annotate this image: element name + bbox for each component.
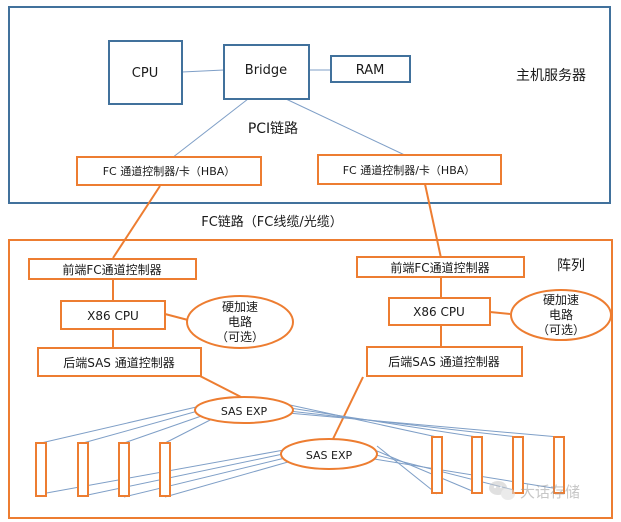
right-accel-line1: 硬加速 bbox=[543, 293, 579, 307]
ram-box bbox=[330, 55, 411, 83]
bridge-box bbox=[223, 44, 310, 100]
right-back-sas-box bbox=[366, 346, 523, 377]
disk-3 bbox=[118, 442, 130, 497]
host-server-title: 主机服务器 bbox=[516, 68, 586, 84]
left-front-fc-box bbox=[28, 258, 197, 280]
disk-2 bbox=[77, 442, 89, 497]
right-x86-box bbox=[388, 297, 491, 326]
right-cpu-to-accel bbox=[489, 311, 511, 315]
disk-5 bbox=[431, 436, 443, 494]
disk-6 bbox=[471, 436, 483, 494]
pci-link-left bbox=[171, 98, 249, 159]
fc-cable-left bbox=[112, 185, 161, 259]
watermark-text: 大话存储 bbox=[520, 483, 580, 501]
array-title: 阵列 bbox=[557, 258, 585, 274]
ram-label: RAM bbox=[356, 63, 385, 78]
right-front-fc-box bbox=[356, 256, 525, 278]
bridge-label: Bridge bbox=[245, 63, 287, 78]
hba-left-label: FC 通道控制器/卡（HBA） bbox=[103, 164, 236, 178]
disk-1 bbox=[35, 442, 47, 497]
right-accel-ellipse bbox=[510, 289, 612, 341]
left-accel-line2: 电路 bbox=[228, 314, 252, 329]
disk-7 bbox=[512, 436, 524, 494]
sas-exp-top bbox=[194, 396, 294, 424]
disk-4 bbox=[159, 442, 171, 497]
left-accel-ellipse bbox=[186, 295, 294, 349]
hba-right-box bbox=[317, 154, 502, 185]
left-cpu-to-accel bbox=[164, 313, 189, 321]
host-cpu-label: CPU bbox=[132, 66, 158, 81]
left-back-to-exp-top bbox=[199, 375, 244, 399]
hba-left-box bbox=[76, 156, 262, 186]
cpu-bridge-link bbox=[181, 69, 225, 73]
sas-exp-bottom-label: SAS EXP bbox=[306, 449, 353, 462]
pci-link-right bbox=[285, 98, 412, 159]
left-accel-line3: （可选） bbox=[216, 330, 264, 344]
right-x86-label: X86 CPU bbox=[413, 305, 465, 319]
right-back-to-exp-bottom bbox=[331, 376, 364, 442]
watermark: 大话存储 bbox=[489, 481, 580, 501]
left-back-sas-box bbox=[37, 347, 202, 377]
right-front-fc-label: 前端FC通道控制器 bbox=[390, 260, 489, 275]
disk-8 bbox=[553, 436, 565, 494]
left-front-fc-label: 前端FC通道控制器 bbox=[62, 262, 161, 277]
fc-link-label: FC链路（FC线缆/光缆） bbox=[201, 214, 343, 230]
left-x86-box bbox=[60, 300, 166, 330]
pci-link-label: PCI链路 bbox=[248, 121, 298, 137]
right-accel-line3: （可选） bbox=[537, 323, 585, 337]
right-back-sas-label: 后端SAS 通道控制器 bbox=[388, 355, 499, 369]
array-frame bbox=[8, 239, 613, 519]
right-accel-line2: 电路 bbox=[549, 307, 573, 322]
left-x86-label: X86 CPU bbox=[87, 309, 139, 323]
sas-exp-top-label: SAS EXP bbox=[221, 405, 268, 418]
disk-shelf bbox=[35, 436, 565, 497]
left-accel-line1: 硬加速 bbox=[222, 300, 258, 314]
host-server-frame bbox=[8, 6, 611, 204]
host-cpu-box bbox=[108, 40, 183, 105]
hba-right-label: FC 通道控制器/卡（HBA） bbox=[343, 163, 476, 177]
fc-cable-right bbox=[424, 183, 442, 259]
sas-exp-bottom bbox=[280, 438, 378, 470]
left-back-sas-label: 后端SAS 通道控制器 bbox=[63, 356, 174, 370]
wechat-icon bbox=[489, 481, 515, 500]
